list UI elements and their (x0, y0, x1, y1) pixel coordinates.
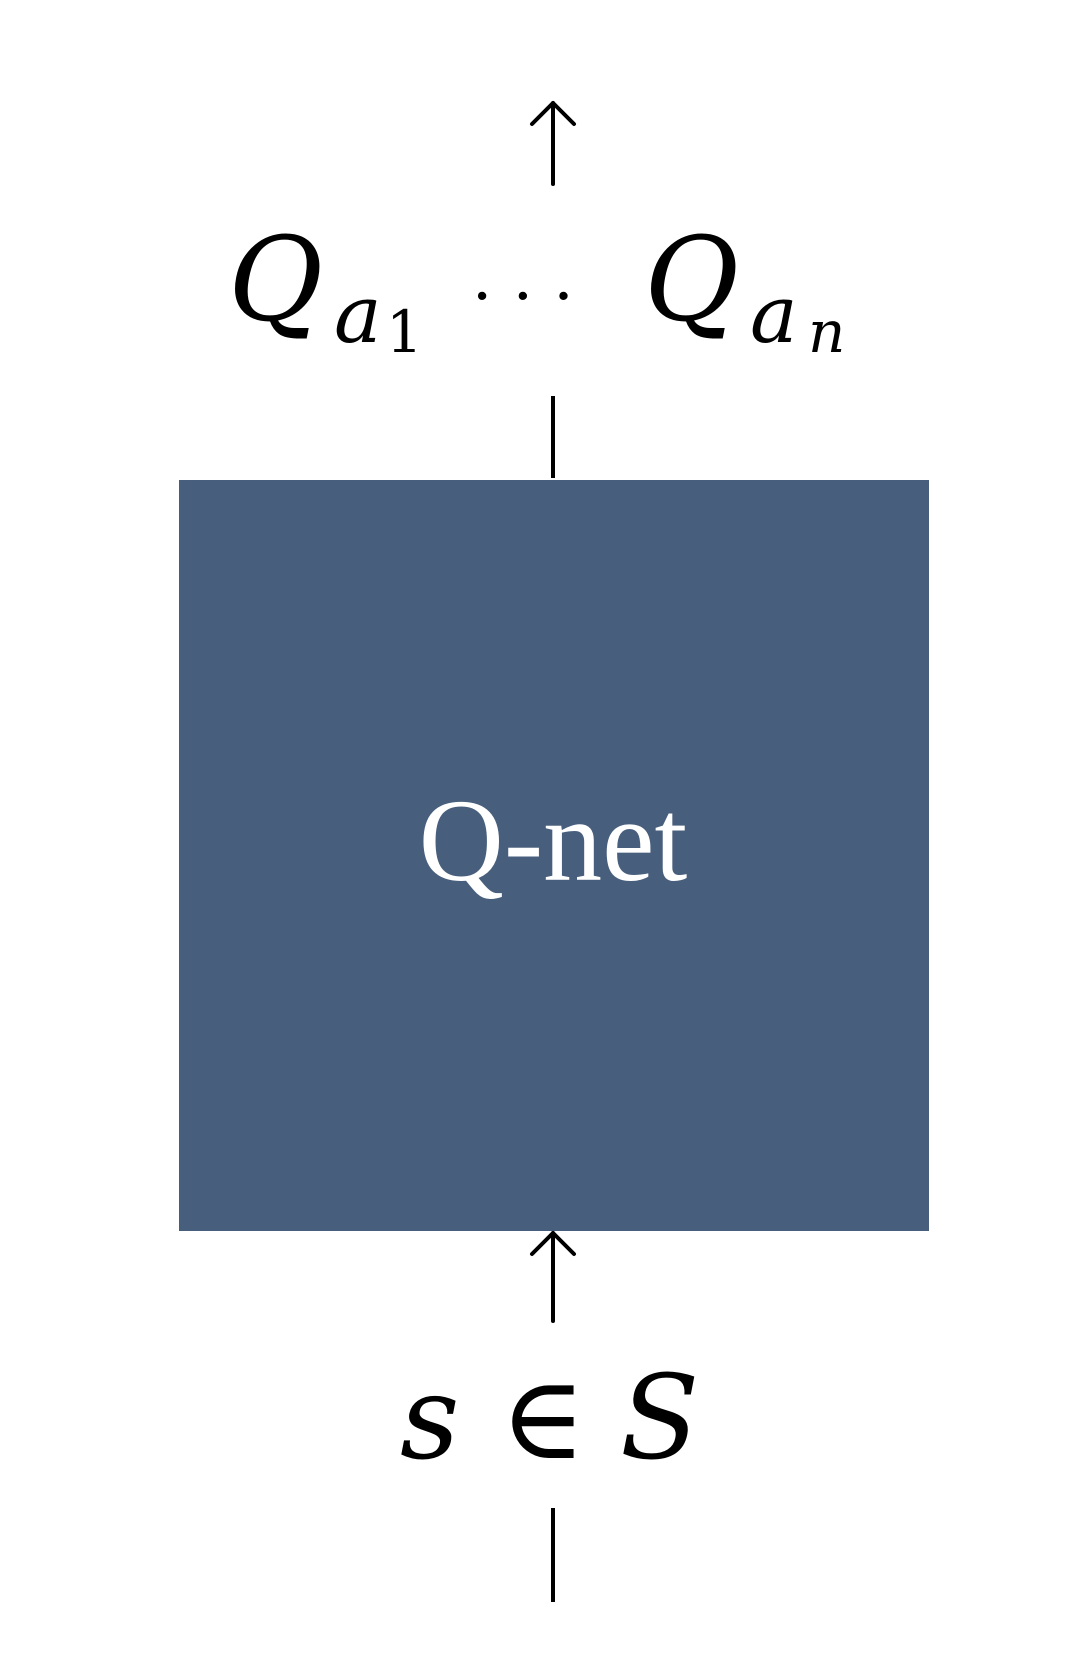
q-an-symbol: Q (644, 213, 739, 348)
q-a1-subscript-index: 1 (386, 298, 423, 366)
q-net-box (179, 480, 929, 1231)
q-a1-subscript: a (334, 268, 382, 361)
output-arrow (530, 101, 576, 186)
ellipsis: · · · (472, 260, 574, 334)
input-state: s ∈ S (400, 1351, 699, 1486)
element-of-symbol: ∈ (500, 1351, 586, 1486)
q-an-subscript: a (750, 268, 798, 361)
input-arrow (530, 1231, 576, 1323)
q-net-label: Q-net (419, 775, 688, 906)
state-set: S (620, 1351, 699, 1486)
q-an-subscript-index: n (808, 298, 845, 366)
output-q-values: Q a 1 · · · Q a n (228, 213, 845, 366)
q-a1-symbol: Q (228, 213, 323, 348)
state-variable: s (400, 1351, 460, 1486)
